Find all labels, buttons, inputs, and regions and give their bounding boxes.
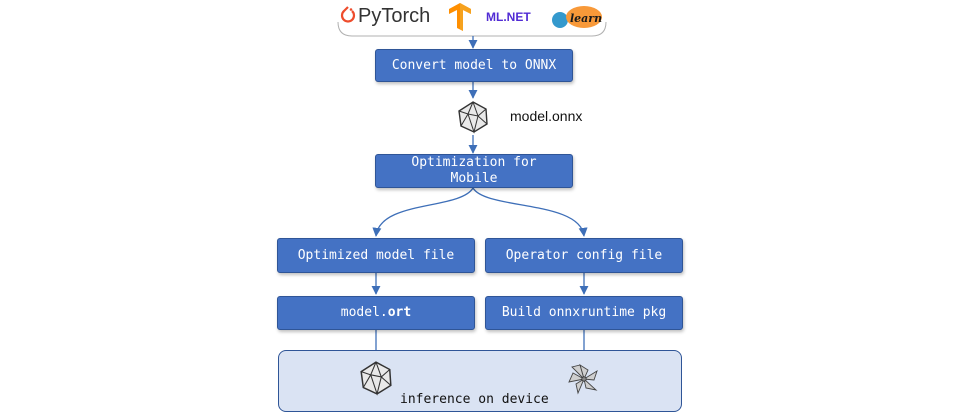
optimize-mobile-box: Optimization for Mobile <box>375 154 573 188</box>
model-ort-box: model.ort <box>277 296 475 330</box>
mlnet-logo: ML.NET <box>486 10 531 24</box>
tensorflow-icon <box>449 3 471 31</box>
onnxruntime-icon <box>568 363 598 395</box>
pytorch-logo: PyTorch <box>340 4 430 28</box>
inference-label: inference on device <box>400 392 549 407</box>
arrow-optimize-to-config <box>472 187 588 237</box>
build-pkg-box: Build onnxruntime pkg <box>485 296 683 330</box>
model-ort-prefix: model. <box>340 305 388 320</box>
optimized-model-box: Optimized model file <box>277 238 475 273</box>
convert-to-onnx-box: Convert model to ONNX <box>375 49 573 82</box>
operator-config-label: Operator config file <box>505 247 663 263</box>
convert-to-onnx-label: Convert model to ONNX <box>391 57 557 73</box>
sklearn-logo: learn <box>550 4 606 32</box>
sklearn-icon <box>552 6 602 28</box>
arrow-optimize-to-optimized <box>372 187 474 237</box>
operator-config-box: Operator config file <box>485 238 683 273</box>
tensorflow-logo <box>446 2 474 32</box>
model-ort-label: model.ort <box>341 305 411 321</box>
device-runtime-node <box>566 362 602 400</box>
onnx-model-node <box>456 100 490 138</box>
onnx-model-icon <box>458 101 488 134</box>
sklearn-wordmark: learn <box>570 12 603 25</box>
optimize-line2: Mobile <box>450 171 498 186</box>
pytorch-flame-icon <box>340 6 356 23</box>
device-onnx-node <box>358 360 394 400</box>
mlnet-wordmark: ML.NET <box>486 10 531 24</box>
build-pkg-label: Build onnxruntime pkg <box>501 305 667 320</box>
onnx-file-label: model.onnx <box>510 108 583 124</box>
pytorch-wordmark: PyTorch <box>358 4 431 27</box>
device-panel <box>278 350 682 412</box>
model-ort-ext: ort <box>387 305 412 320</box>
optimized-model-label: Optimized model file <box>297 247 455 263</box>
optimize-line1: Optimization for <box>411 155 537 170</box>
onnx-model-icon <box>360 361 392 396</box>
